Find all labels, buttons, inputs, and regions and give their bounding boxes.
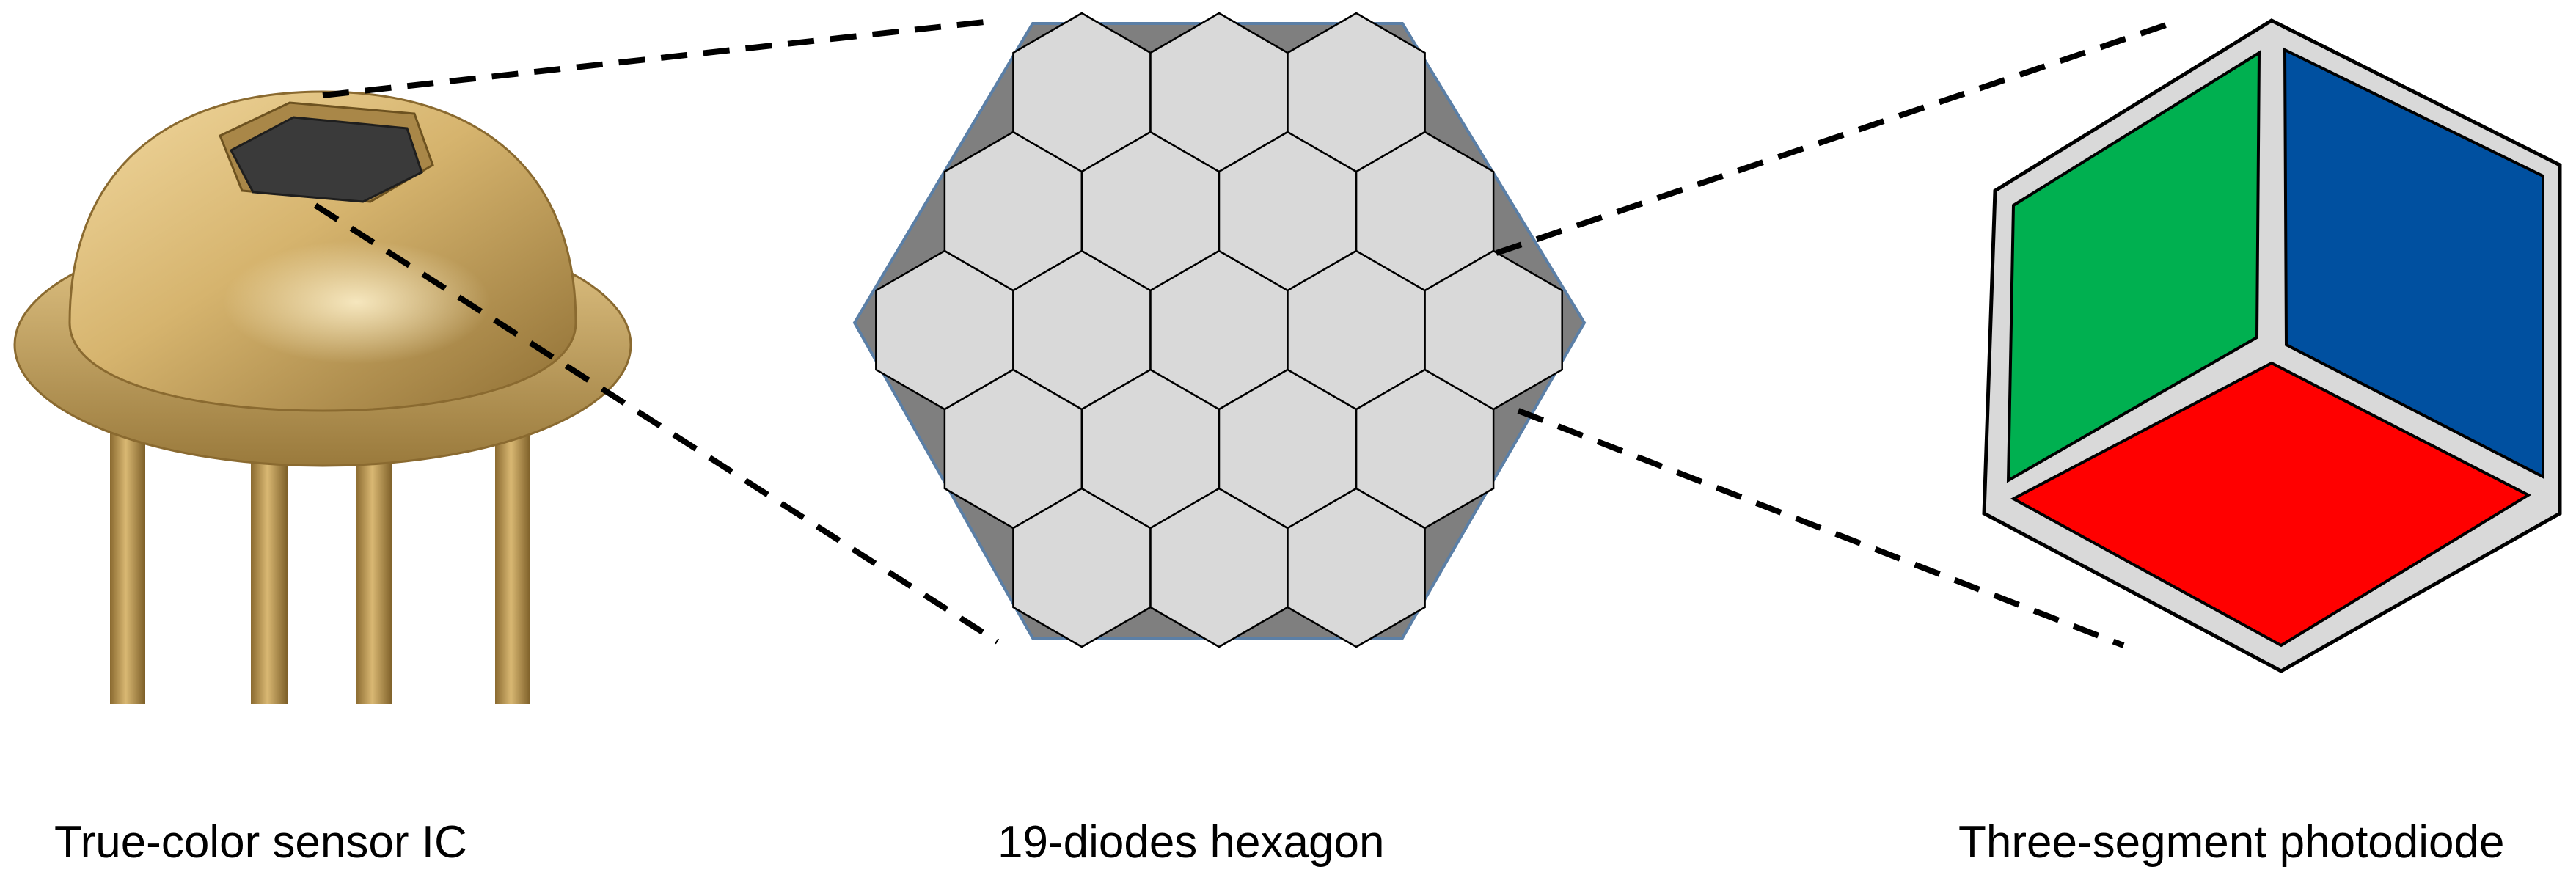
caption-sensor-ic: True-color sensor IC <box>54 817 467 868</box>
zoom-lines-ic-to-hexagon <box>313 18 1000 645</box>
segment-green <box>2006 50 2261 483</box>
zoom-line <box>1517 408 2125 648</box>
ic-pins <box>110 425 530 704</box>
diode-hexagon-illustration <box>852 12 1587 648</box>
ic-pin <box>110 425 145 704</box>
zoom-line <box>322 18 998 98</box>
zoom-line <box>313 202 1000 645</box>
segment-red <box>2010 361 2532 648</box>
ic-sensor-window <box>229 116 423 203</box>
ic-pin <box>251 447 288 704</box>
sensor-ic-illustration <box>13 90 632 704</box>
caption-diodes-hexagon: 19-diodes hexagon <box>998 817 1385 868</box>
ic-pin <box>495 425 530 704</box>
diode-cell <box>1424 249 1563 411</box>
segment-blue <box>2283 47 2544 480</box>
zoom-lines-hexagon-to-photodiode <box>1495 19 2176 648</box>
ic-pin <box>356 447 392 704</box>
diode-cells <box>875 12 1563 648</box>
zoom-line <box>1495 19 2176 256</box>
photodiode-illustration <box>1982 18 2562 673</box>
caption-photodiode: Three-segment photodiode <box>1958 817 2505 868</box>
ic-dome-highlight <box>147 205 528 381</box>
